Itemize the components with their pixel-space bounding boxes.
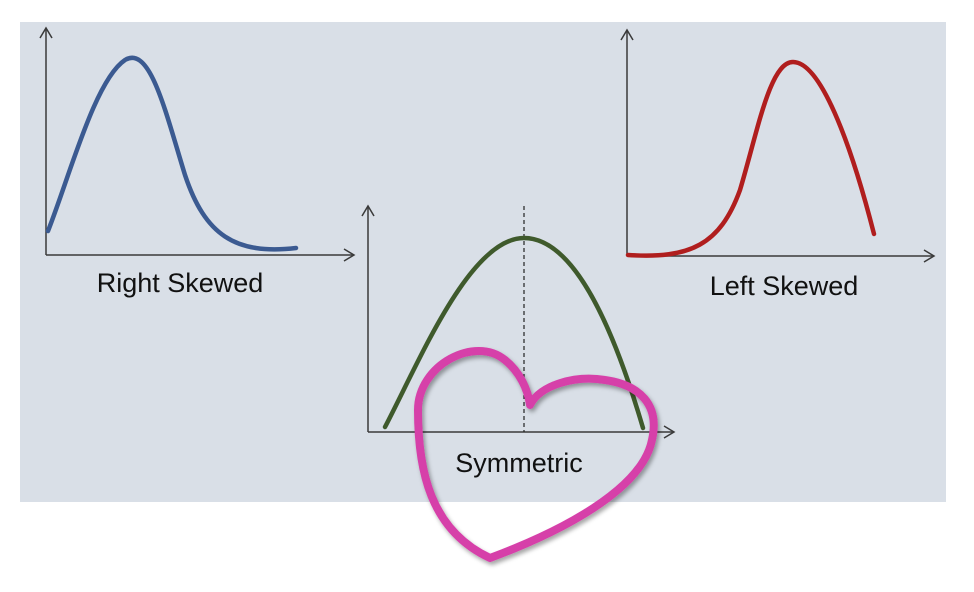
symmetric-curve: [382, 235, 646, 431]
right-skewed-label: Right Skewed: [97, 268, 264, 298]
right-skewed-curve: [45, 55, 299, 252]
symmetric-label: Symmetric: [455, 448, 583, 478]
heart-outline-icon: [414, 346, 658, 562]
symmetric-y-axis: [361, 204, 375, 432]
left-skewed-y-axis: [620, 28, 634, 256]
left-skewed-chart: Left Skewed: [620, 28, 936, 301]
left-skewed-label: Left Skewed: [710, 271, 859, 301]
right-skewed-chart: Right Skewed: [39, 26, 356, 298]
symmetric-chart: Symmetric: [361, 204, 676, 478]
right-skewed-x-axis: [46, 248, 356, 262]
left-skewed-x-axis: [627, 249, 936, 263]
left-skewed-curve: [625, 59, 877, 258]
symmetric-x-axis: [368, 425, 676, 439]
right-skewed-y-axis: [39, 26, 53, 255]
